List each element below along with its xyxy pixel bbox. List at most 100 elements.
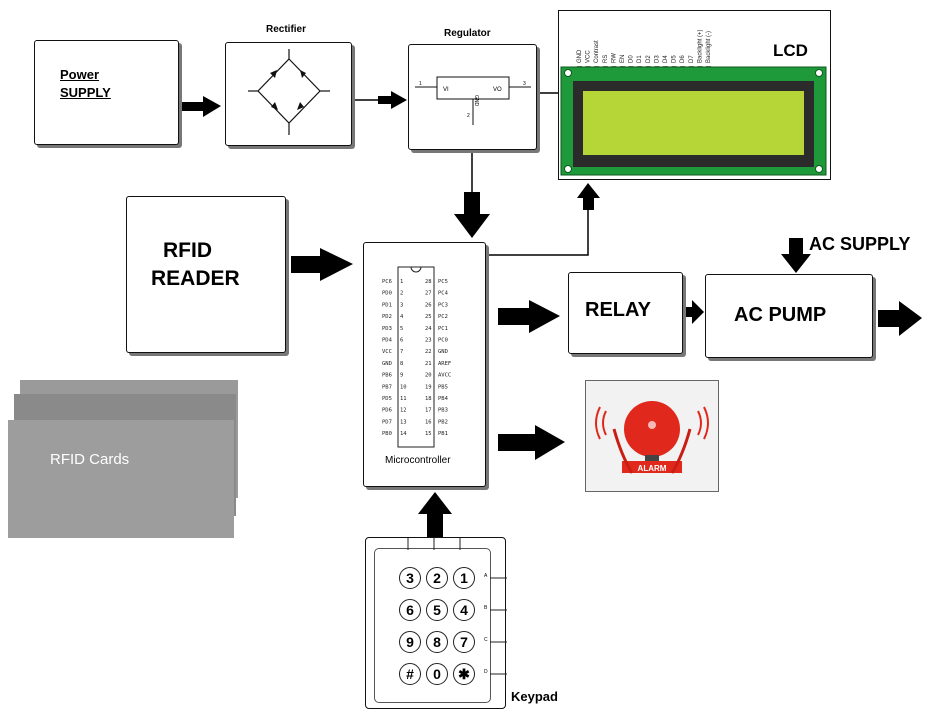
regulator-pin1-label: 1 [419, 81, 422, 87]
mcu-left-pin-name: PD3 [382, 326, 392, 332]
mcu-left-pin-name: PD2 [382, 314, 392, 320]
lcd-pin-label: Backlight (+) [697, 29, 703, 63]
mcu-right-pin-number: 25 [425, 314, 432, 320]
lcd-pin-label: D0 [629, 55, 635, 63]
alarm-label: ALARM [638, 464, 667, 473]
rfid-cards-stack: RFID Cards [8, 380, 240, 540]
keypad-key[interactable]: 0 [426, 663, 448, 685]
mcu-right-pin-name: PB3 [438, 408, 448, 414]
regulator-block: VI VO GND 1 2 3 [408, 44, 537, 150]
lcd-pin-label: GND [577, 49, 583, 63]
mcu-right-pin-name: PB5 [438, 384, 448, 390]
mcu-right-pin-number: 17 [425, 408, 432, 414]
lcd-pin-label: D3 [654, 55, 660, 63]
mcu-left-pin-name: PD0 [382, 291, 392, 297]
ac-pump-label: AC PUMP [734, 304, 827, 326]
arrow-regulator-to-microcontroller [454, 152, 490, 238]
keypad-key[interactable]: 4 [453, 599, 475, 621]
rfid-reader-label-line1: RFID [163, 239, 212, 262]
keypad-row-label: A [484, 573, 488, 579]
mcu-right-pin-name: PC0 [438, 338, 448, 344]
power-supply-label-line1: Power [60, 67, 100, 82]
alarm-bell-icon: ALARM [595, 401, 709, 474]
mcu-right-pin-number: 26 [425, 302, 432, 308]
mcu-right-pin-name: PC5 [438, 279, 448, 285]
relay-block: RELAY [568, 272, 683, 354]
ac-supply-label: AC SUPPLY [809, 234, 911, 254]
microcontroller-label: Microcontroller [385, 455, 451, 466]
regulator-chip-icon: VI VO GND 1 2 3 [415, 76, 531, 125]
lcd-pin-label: D2 [646, 55, 652, 63]
mcu-left-pin-name: PB7 [382, 384, 392, 390]
mcu-left-pin-number: 5 [400, 326, 403, 332]
mcu-left-pin-number: 11 [400, 396, 407, 402]
mcu-left-pin-number: 4 [400, 314, 404, 320]
mcu-right-pin-name: PC2 [438, 314, 448, 320]
arrow-microcontroller-to-relay [498, 300, 560, 333]
lcd-pin-label: D6 [680, 55, 686, 63]
arrow-microcontroller-to-lcd [488, 183, 600, 256]
keypad-key[interactable]: 5 [426, 599, 448, 621]
lcd-title: LCD [773, 41, 808, 60]
arrow-power-to-rectifier [182, 96, 221, 117]
mcu-right-pin-number: 27 [425, 291, 432, 297]
arrow-keypad-to-microcontroller [418, 492, 452, 538]
regulator-gnd-label: GND [473, 95, 479, 107]
mcu-left-pin-number: 14 [400, 431, 407, 437]
mcu-right-pin-name: PB4 [438, 396, 449, 402]
mcu-left-pin-name: PB0 [382, 431, 392, 437]
mcu-right-pin-name: GND [438, 349, 448, 355]
mcu-left-pin-name: GND [382, 361, 392, 367]
keypad-key[interactable]: ✱ [453, 663, 475, 685]
arrow-pump-output [878, 301, 922, 336]
keypad-inner-border [374, 548, 491, 703]
mcu-right-pin-number: 18 [425, 396, 432, 402]
power-supply-block: Power SUPPLY [34, 40, 179, 145]
mcu-left-pin-number: 10 [400, 384, 407, 390]
arrow-microcontroller-to-alarm [498, 425, 565, 460]
regulator-pin3-label: 3 [523, 81, 526, 87]
bridge-rectifier-icon [248, 49, 330, 135]
mcu-left-pin-name: PD5 [382, 396, 392, 402]
keypad-key[interactable]: 1 [453, 567, 475, 589]
arrow-rfid-to-microcontroller [291, 248, 353, 281]
mcu-left-pin-number: 2 [400, 291, 403, 297]
keypad-key[interactable]: 9 [399, 631, 421, 653]
rectifier-title: Rectifier [266, 24, 307, 35]
mcu-left-pin-number: 8 [400, 361, 403, 367]
mcu-right-pin-name: AREF [438, 361, 451, 367]
lcd-pin-label: Backlight (-) [706, 31, 712, 63]
rfid-reader-block: RFID READER [126, 196, 286, 353]
lcd-pin-label: RW [611, 53, 617, 63]
mcu-right-pin-name: PC1 [438, 326, 448, 332]
mcu-left-pin-number: 1 [400, 279, 403, 285]
lcd-pin-label: VCC [586, 50, 592, 63]
keypad-key[interactable]: 3 [399, 567, 421, 589]
lcd-pin-label: D4 [663, 55, 669, 63]
mcu-left-pin-number: 3 [400, 302, 403, 308]
mcu-right-pin-number: 23 [425, 338, 432, 344]
keypad-row-lines [407, 538, 507, 675]
keypad-key[interactable]: 8 [426, 631, 448, 653]
mcu-left-pin-name: PD7 [382, 419, 392, 425]
rfid-cards-label: RFID Cards [50, 451, 130, 468]
keypad-key[interactable]: # [399, 663, 421, 685]
ac-pump-block: AC PUMP [705, 274, 873, 358]
power-supply-label-line2: SUPPLY [60, 85, 111, 100]
rfid-card-front [8, 420, 234, 538]
lcd-pin-label: D5 [672, 55, 678, 63]
keypad-label: Keypad [511, 689, 558, 704]
lcd-pin-label: RS [603, 55, 609, 63]
keypad-key[interactable]: 7 [453, 631, 475, 653]
mcu-right-pin-name: PC3 [438, 302, 448, 308]
keypad-key[interactable]: 6 [399, 599, 421, 621]
mcu-left-pin-name: PD6 [382, 408, 392, 414]
keypad-key[interactable]: 2 [426, 567, 448, 589]
mcu-left-pin-name: PD1 [382, 302, 392, 308]
lcd-pin-label: Contrast [594, 40, 600, 63]
mcu-right-pin-name: AVCC [438, 373, 451, 379]
mcu-right-pin-number: 15 [425, 431, 432, 437]
